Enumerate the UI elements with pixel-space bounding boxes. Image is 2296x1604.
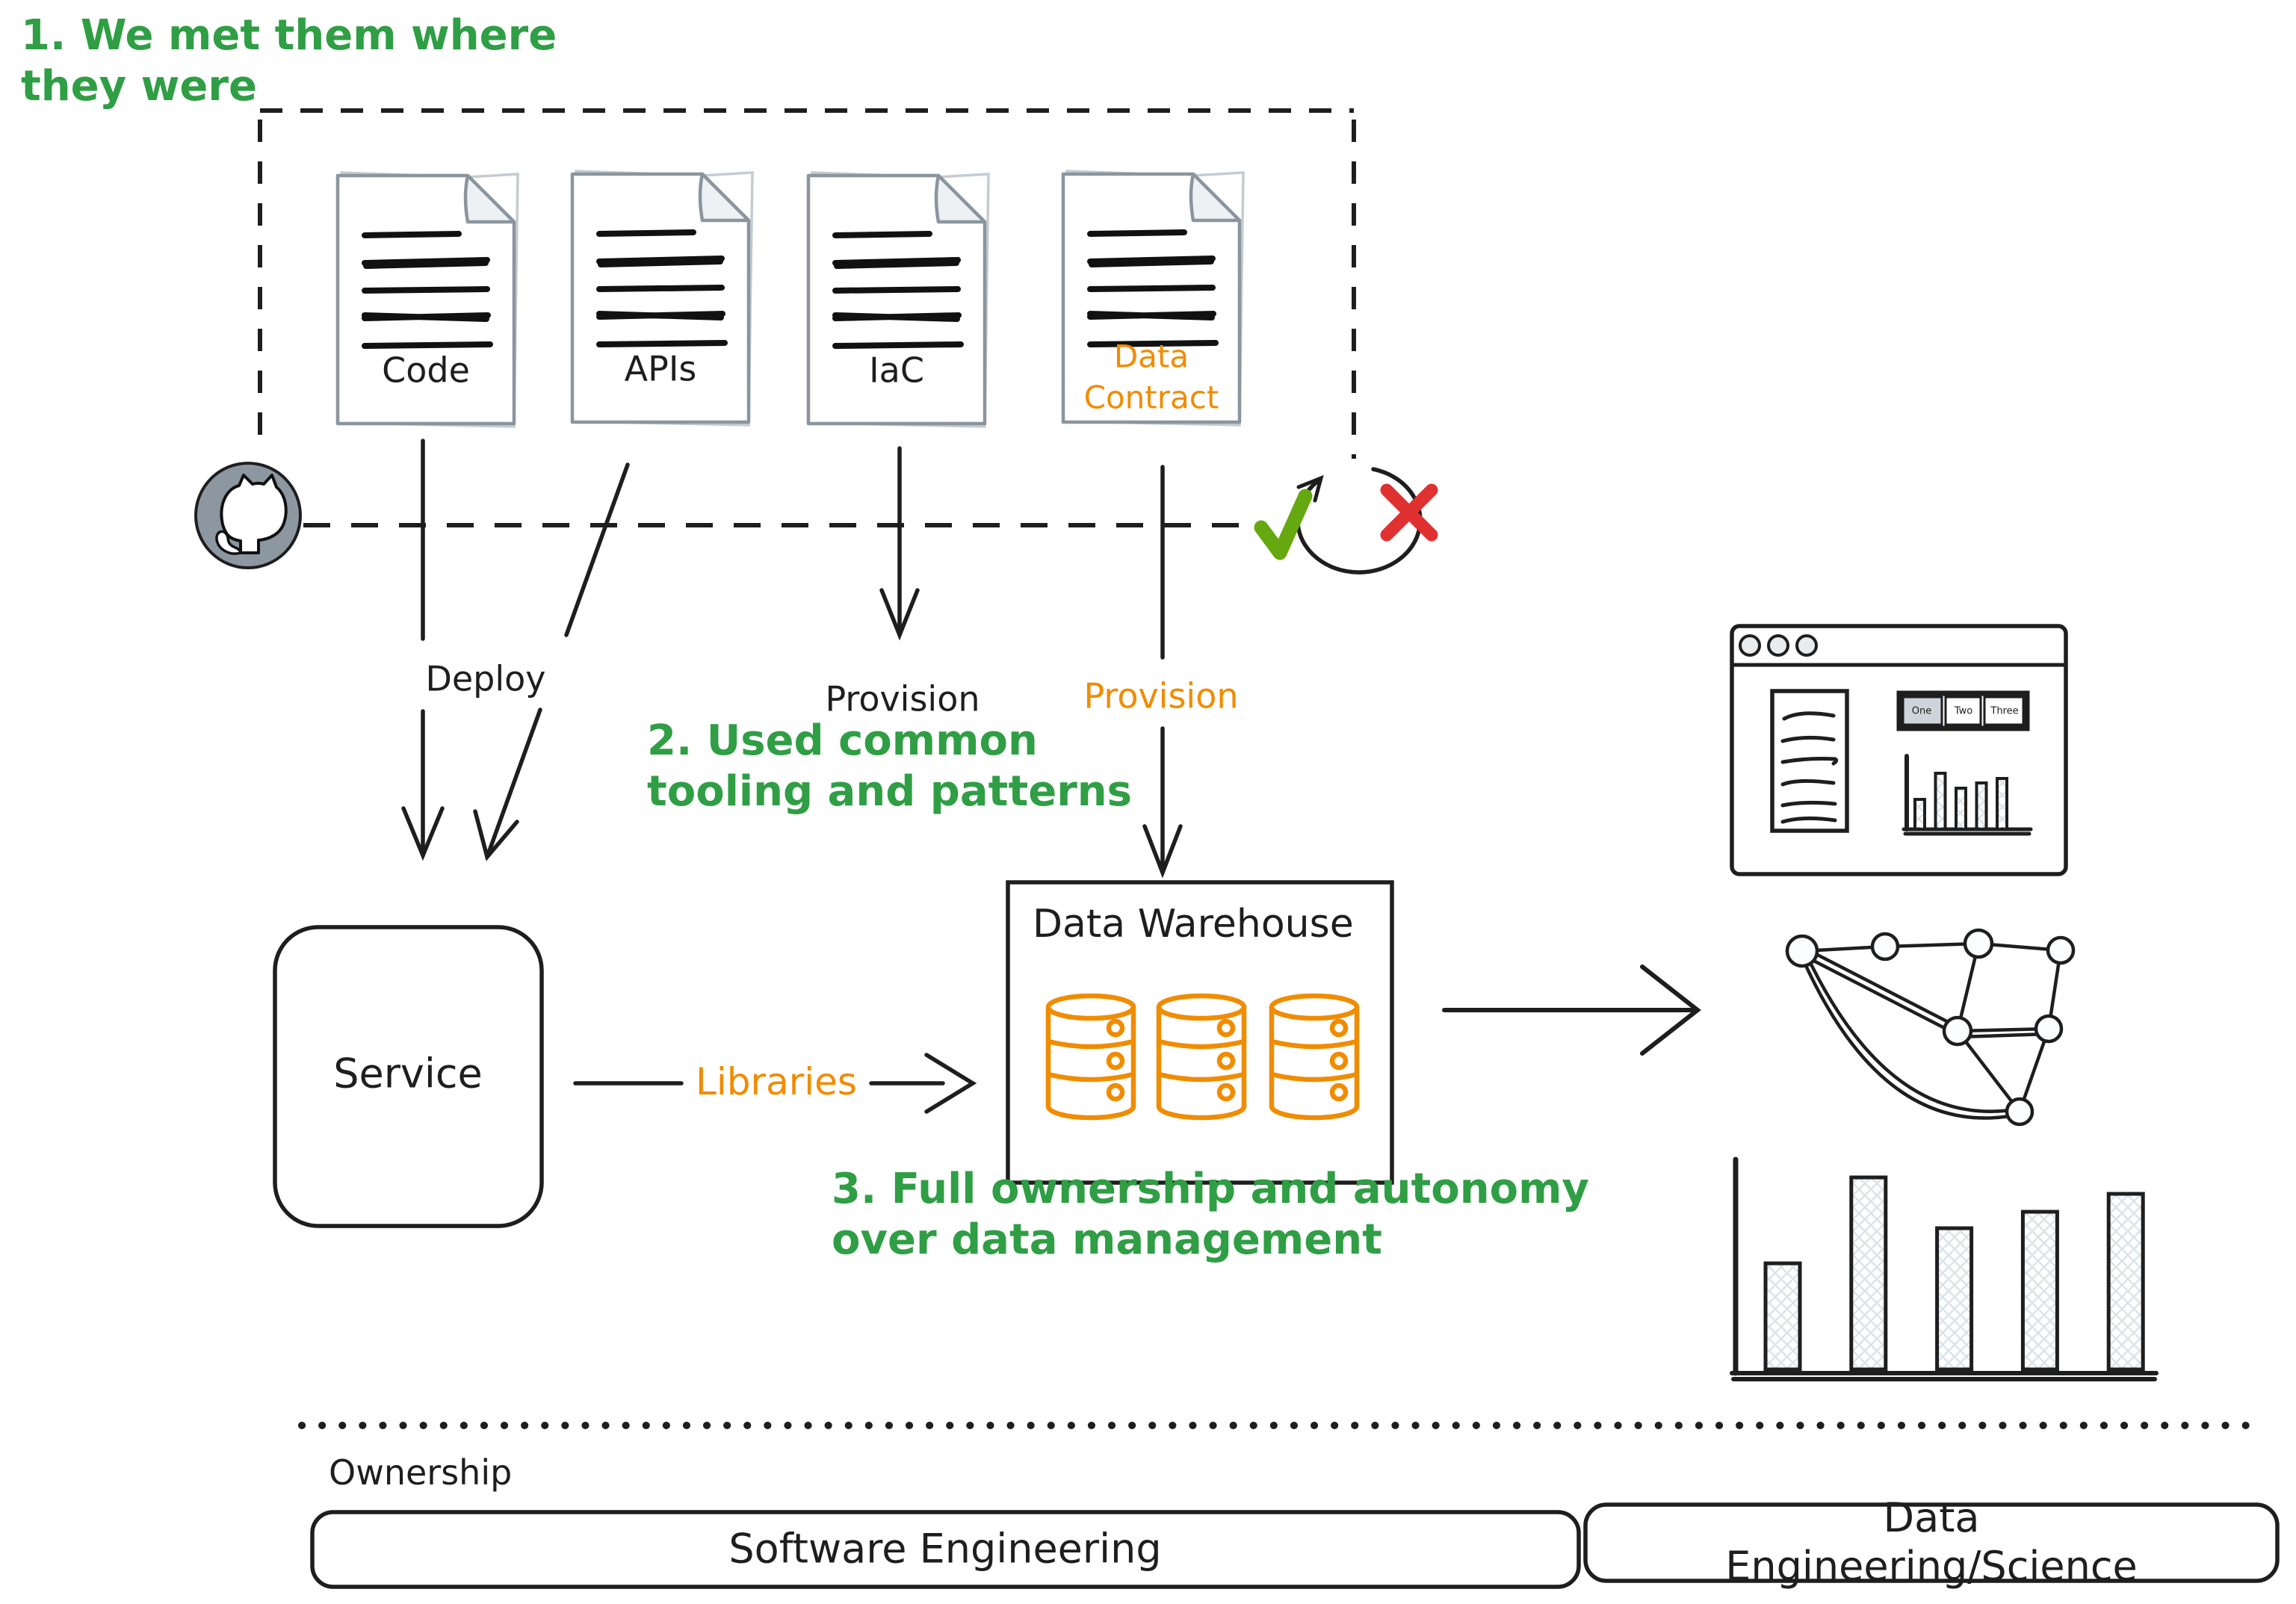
sketch-bar (2106, 1192, 2145, 1372)
mini-bar-chart (1902, 754, 2033, 836)
result-bar-chart-sketch (1730, 1156, 2159, 1381)
dashboard-sketch (1730, 624, 2068, 876)
document-label-apis: APIs (624, 348, 697, 389)
tab-three: Three (1990, 705, 2019, 717)
lane-data-engineering-box (1583, 1502, 2280, 1583)
sketch-bar (1955, 787, 1967, 831)
service-box (273, 925, 544, 1228)
segmented-control (1896, 690, 2030, 731)
provision-iac-label: Provision (825, 678, 980, 719)
check-icon (1254, 489, 1313, 560)
x-icon (1380, 483, 1438, 542)
sketch-bar (1763, 1261, 1802, 1372)
provision-iac-arrow (879, 446, 920, 641)
sketch-bar (1934, 772, 1947, 831)
document-label-code: Code (382, 350, 470, 391)
deploy-label: Deploy (425, 658, 546, 699)
service-label: Service (333, 1050, 483, 1097)
lane-software-engineering-box (310, 1510, 1581, 1589)
sketch-bar (1935, 1226, 1974, 1372)
sketch-bar (2020, 1210, 2059, 1372)
document-label-data-contract: Data Contract (1083, 338, 1219, 415)
apis-arrow (473, 462, 630, 861)
ownership-label: Ownership (329, 1452, 513, 1493)
provision-contract-arrow (1142, 465, 1183, 879)
annotation-step1: 1. We met them where they were (21, 11, 557, 111)
dashed-frame (258, 108, 1356, 527)
sketch-bar (1913, 798, 1926, 831)
document-label-iac: IaC (869, 350, 924, 391)
libraries-label: Libraries (696, 1060, 857, 1103)
annotation-step2: 2. Used common tooling and patterns (647, 716, 1133, 817)
lane-label-data-engineering: Data Engineering/Science (1725, 1494, 2138, 1590)
tab-two: Two (1954, 705, 1973, 717)
github-octocat-icon (194, 462, 302, 569)
data-warehouse-box (1006, 880, 1394, 1185)
network-graph-sketch (1785, 928, 2076, 1127)
sketch-bar (1996, 777, 2008, 831)
provision-contract-label: Provision (1083, 675, 1239, 716)
lane-label-software-engineering: Software Engineering (728, 1525, 1162, 1573)
annotation-step3: 3. Full ownership and autonomy over data… (832, 1165, 1589, 1265)
data-warehouse-title: Data Warehouse (1033, 902, 1354, 947)
deploy-arrow (401, 439, 445, 861)
sketch-bar (1849, 1175, 1888, 1372)
libraries-arrow (573, 1053, 977, 1114)
warehouse-output-arrow (1442, 964, 1701, 1056)
sketch-bar (1975, 781, 1988, 831)
tab-one: One (1911, 705, 1932, 717)
